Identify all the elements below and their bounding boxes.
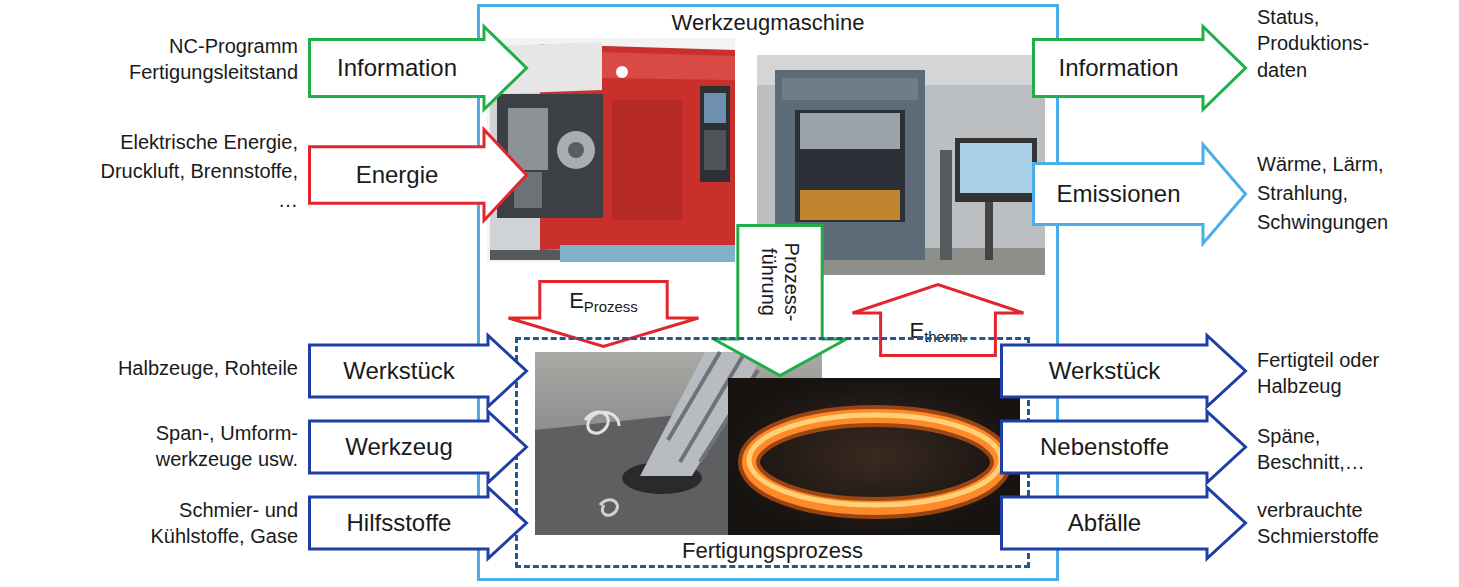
arrow-shape <box>310 488 527 559</box>
side-label: Span-, Umform- werkzeuge usw. <box>138 420 298 473</box>
side-label: Fertigteil oder Halbzeug <box>1257 347 1407 400</box>
arrow-label-line: Werkstück <box>343 358 455 384</box>
input-arrow: Energie <box>308 128 528 222</box>
arrow-label: Information <box>1058 54 1178 81</box>
input-arrow: Werkzeug <box>308 410 528 484</box>
arrow-text-area: EProzess <box>540 280 667 324</box>
side-label: Späne, Beschnitt,… <box>1257 423 1382 476</box>
side-label: verbrauchte Schmierstoffe <box>1257 497 1397 550</box>
box-title: Werkzeugmaschine <box>666 10 871 36</box>
side-label: Status, Produktions- daten <box>1257 4 1382 83</box>
arrow-label-line: Werkstück <box>1049 358 1161 384</box>
arrow-outline <box>851 283 1025 357</box>
ring-photo <box>728 378 1020 535</box>
arrow-label: Prozess- führung <box>757 236 803 328</box>
arrow-shape <box>310 27 527 110</box>
side-label: NC-Programm Fertigungsleitstand <box>90 33 298 86</box>
arrow-text-area: Werkstück <box>1003 345 1206 397</box>
arrow-text-area: Information <box>311 40 483 97</box>
arrow-shape <box>1002 488 1246 559</box>
arrow-label: Information <box>337 54 457 81</box>
output-arrow: Emissionen <box>1032 143 1247 245</box>
side-label: Halbzeuge, Rohteile <box>40 355 298 381</box>
arrow-label: Energie <box>356 161 439 188</box>
output-arrow: Werkstück <box>1000 334 1247 408</box>
arrow-text-area: Abfälle <box>1003 497 1206 549</box>
arrow-text-area: Hilfsstoffe <box>311 497 487 549</box>
arrow-shape <box>1034 27 1246 110</box>
side-label: Wärme, Lärm, Strahlung, Schwingungen <box>1257 150 1397 237</box>
arrow-label: Abfälle <box>1068 509 1141 536</box>
arrow-label-line: Nebenstoffe <box>1040 434 1169 460</box>
arrow-label-line: Emissionen <box>1056 181 1180 207</box>
machine-box: WerkzeugmaschineEProzessProzess- führung… <box>477 4 1059 581</box>
arrow-shape <box>1002 412 1246 483</box>
arrow-shape <box>1002 336 1246 407</box>
arrow-label: Hilfsstoffe <box>347 509 452 536</box>
arrow-label-line: Abfälle <box>1068 510 1141 536</box>
side-label: Elektrische Energie, Druckluft, Brennsto… <box>86 128 298 215</box>
arrow-text-area: Emissionen <box>1035 163 1202 224</box>
arrow-label-line: EProzess <box>569 289 638 316</box>
arrow-shape <box>1034 145 1246 244</box>
arrow-text-area: Prozess- führung <box>738 224 822 339</box>
arrow-label-subscript: therm. <box>924 328 966 345</box>
arrow-label-line: Information <box>337 55 457 81</box>
arrow-label: Emissionen <box>1056 180 1180 207</box>
input-arrow: Information <box>308 25 528 111</box>
arrow-label: E <box>569 288 584 313</box>
arrow-label: Werkzeug <box>345 433 453 460</box>
arrow-text-area: Werkstück <box>311 345 487 397</box>
energy-arrow: EProzess <box>507 280 700 348</box>
arrow-label-line: Information <box>1058 55 1178 81</box>
arrow-text-area: Etherm. <box>881 307 996 357</box>
arrow-text-area: Information <box>1035 40 1202 97</box>
box-title: Fertigungsprozess <box>676 538 869 564</box>
control-arrow: Prozess- führung <box>712 224 848 377</box>
arrow-shape <box>509 282 699 347</box>
side-label: Schmier- und Kühlstoffe, Gase <box>133 497 298 550</box>
arrow-shape <box>310 130 527 221</box>
process-box: Fertigungsprozess <box>515 337 1030 568</box>
output-arrow: Abfälle <box>1000 486 1247 560</box>
arrow-text-area: Nebenstoffe <box>1003 421 1206 473</box>
arrow-label: Werkstück <box>343 357 455 384</box>
input-arrow: Werkstück <box>308 334 528 408</box>
arrow-outline <box>712 224 848 377</box>
arrow-text-area: Werkzeug <box>311 421 487 473</box>
energy-arrow: Etherm. <box>851 283 1025 357</box>
output-arrow: Nebenstoffe <box>1000 410 1247 484</box>
arrow-label: E <box>909 318 924 343</box>
arrow-label-line: Energie <box>356 162 439 188</box>
arrow-label: Werkstück <box>1049 357 1161 384</box>
arrow-label-subscript: Prozess <box>584 298 638 315</box>
arrow-shape <box>310 412 527 483</box>
arrow-label: Nebenstoffe <box>1040 433 1169 460</box>
arrow-text-area: Energie <box>311 147 483 203</box>
arrow-label-line: Werkzeug <box>345 434 453 460</box>
arrow-shape <box>714 226 847 376</box>
arrow-label-line: Etherm. <box>909 319 966 346</box>
arrow-shape <box>310 336 527 407</box>
output-arrow: Information <box>1032 25 1247 111</box>
arrow-label-line: Hilfsstoffe <box>347 510 452 536</box>
arrow-shape <box>853 285 1024 356</box>
input-arrow: Hilfsstoffe <box>308 486 528 560</box>
